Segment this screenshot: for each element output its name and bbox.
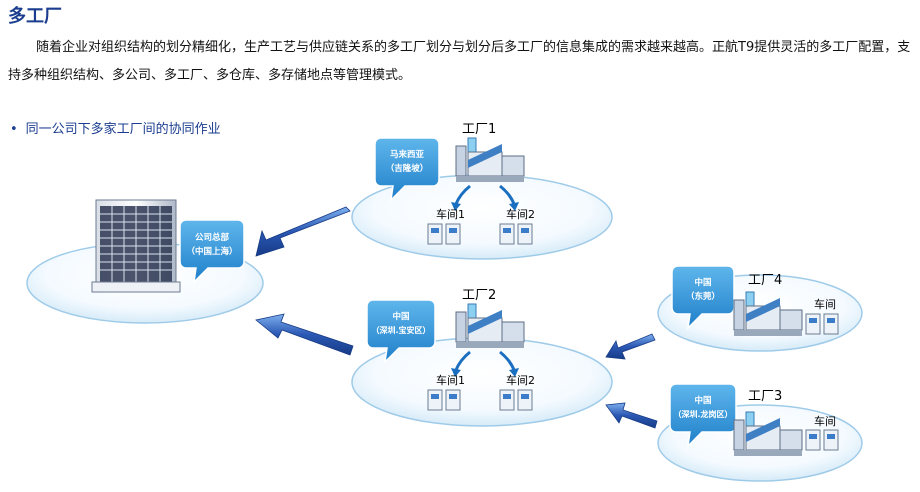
factory1-split-arrows — [451, 184, 519, 211]
factory2-callout: 中国 （深圳.宝安区） — [366, 299, 436, 365]
arrow-factory4-to-factory2 — [605, 333, 656, 360]
hq-callout: 公司总部 （中国上海） — [179, 219, 245, 285]
workshop-machine-icon — [427, 223, 839, 451]
page-title: 多工厂 — [8, 6, 62, 27]
arrow-factory2-to-hq — [255, 313, 354, 356]
factory3-callout: 中国 （深圳.龙岗区） — [669, 383, 737, 449]
factory4-callout-line1: 中国 — [694, 277, 711, 288]
factory3-callout-line2: （深圳.龙岗区） — [673, 409, 732, 419]
factory1-name: 工厂1 — [462, 122, 496, 137]
factory3-icon — [733, 411, 803, 456]
arrow-factory1-to-hq — [255, 206, 351, 257]
hq-callout-line2: （中国上海） — [186, 246, 237, 257]
factory2-split-arrows — [451, 350, 519, 377]
factory3-callout-line1: 中国 — [694, 395, 711, 406]
factory2-workshop2-label: 车间2 — [506, 373, 535, 387]
factory1-callout-line1: 马来西亚 — [390, 149, 425, 160]
factory3-name: 工厂3 — [748, 389, 782, 404]
factory1-platform — [351, 174, 613, 260]
intro-paragraph: 随着企业对组织结构的划分精细化，生产工艺与供应链关系的多工厂划分与划分后多工厂的… — [8, 40, 911, 83]
factory1-icon — [455, 137, 525, 182]
bullet-text: 同一公司下多家工厂间的协同作业 — [25, 122, 221, 137]
hq-building-icon — [91, 199, 181, 293]
factory4-name: 工厂4 — [748, 273, 782, 288]
factory4-callout: 中国 （东莞） — [671, 265, 735, 331]
bullet-dot: • — [10, 122, 18, 137]
factory4-workshop-label: 车间 — [814, 297, 836, 311]
factory1-workshop2-label: 车间2 — [506, 207, 535, 221]
bullet-heading: • 同一公司下多家工厂间的协同作业 — [10, 118, 221, 137]
factory1-callout: 马来西亚 （吉隆坡） — [374, 137, 440, 203]
factory3-workshop-label: 车间 — [814, 414, 836, 428]
factory1-callout-line2: （吉隆坡） — [386, 163, 429, 174]
factory4-icon — [733, 291, 803, 336]
factory2-name: 工厂2 — [462, 288, 496, 303]
factory4-callout-line2: （东莞） — [686, 291, 720, 302]
factory2-callout-line2: （深圳.宝安区） — [371, 325, 430, 335]
factory2-callout-line1: 中国 — [392, 311, 409, 322]
factory2-icon — [455, 303, 525, 348]
factory1-workshop1-label: 车间1 — [436, 207, 465, 221]
arrow-factory3-to-factory2 — [605, 402, 658, 429]
factory2-workshop1-label: 车间1 — [436, 373, 465, 387]
hq-callout-line1: 公司总部 — [195, 232, 230, 243]
